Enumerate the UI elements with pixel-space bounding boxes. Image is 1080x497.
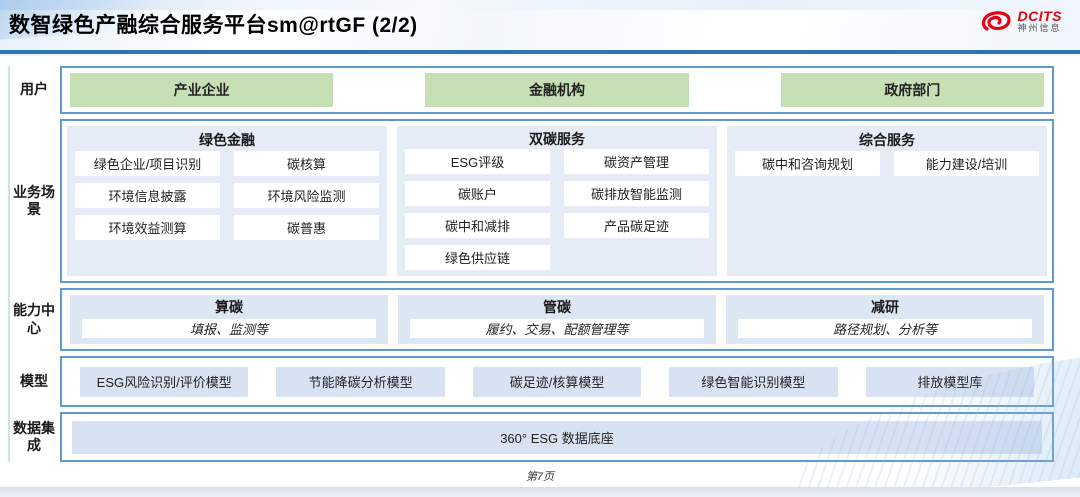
scenario-item: 碳核算 — [234, 151, 379, 176]
user-item: 金融机构 — [425, 73, 689, 107]
capability-description: 填报、监测等 — [82, 319, 376, 338]
dcits-logo: DCITS 神州信息 — [979, 8, 1063, 34]
scenario-column-grid: 碳中和咨询规划能力建设/培训 — [735, 151, 1039, 176]
model-item: 绿色智能识别模型 — [669, 366, 838, 397]
scenario-column: 双碳服务 ESG评级碳资产管理碳账户碳排放智能监测碳中和减排产品碳足迹绿色供应链 — [397, 126, 717, 276]
capability-title: 管碳 — [543, 299, 571, 315]
data-integration-row-label: 数据集成 — [13, 419, 55, 454]
users-container: 产业企业 金融机构 政府部门 — [60, 66, 1054, 114]
scenarios-container: 绿色金融绿色企业/项目识别碳核算环境信息披露环境风险监测环境效益测算碳普惠双碳服… — [60, 119, 1054, 283]
user-item: 产业企业 — [70, 73, 334, 107]
models-row-label: 模型 — [20, 372, 48, 389]
title-underline — [0, 50, 1080, 54]
top-swoosh-decoration — [0, 0, 1080, 10]
models-row: 模型 ESG风险识别/评价模型节能降碳分析模型碳足迹/核算模型绿色智能识别模型排… — [8, 356, 1054, 407]
bottom-bar — [0, 487, 1080, 497]
scenario-item: 能力建设/培训 — [894, 151, 1039, 176]
architecture-diagram: 用户 产业企业 金融机构 政府部门 业务场景 绿色金融绿色企业/项目识别碳核算环境信… — [8, 66, 1054, 462]
scenario-item: 环境风险监测 — [234, 183, 379, 208]
scenario-column-grid: 绿色企业/项目识别碳核算环境信息披露环境风险监测环境效益测算碳普惠 — [75, 151, 379, 240]
model-item: ESG风险识别/评价模型 — [80, 366, 249, 397]
logo-subtitle: 神州信息 — [1017, 22, 1062, 33]
scenario-column: 绿色金融绿色企业/项目识别碳核算环境信息披露环境风险监测环境效益测算碳普惠 — [67, 126, 387, 276]
capabilities-row: 能力中心 算碳填报、监测等管碳履约、交易、配额管理等减研路径规划、分析等 — [8, 288, 1054, 351]
capability-description: 履约、交易、配额管理等 — [410, 319, 704, 338]
model-item: 节能降碳分析模型 — [276, 366, 445, 397]
model-item: 碳足迹/核算模型 — [472, 366, 642, 397]
scenario-item: 绿色供应链 — [405, 245, 550, 270]
users-row-label: 用户 — [20, 81, 48, 98]
capability-description: 路径规划、分析等 — [738, 319, 1032, 338]
capability-title: 减研 — [871, 299, 899, 315]
scenario-item: 产品碳足迹 — [564, 213, 709, 238]
scenario-item: 碳中和减排 — [405, 213, 550, 238]
scenario-item: 环境效益测算 — [75, 215, 220, 240]
models-container: ESG风险识别/评价模型节能降碳分析模型碳足迹/核算模型绿色智能识别模型排放模型… — [60, 356, 1054, 407]
scenario-column-grid: ESG评级碳资产管理碳账户碳排放智能监测碳中和减排产品碳足迹绿色供应链 — [405, 149, 709, 270]
scenario-item: 碳中和咨询规划 — [735, 151, 880, 176]
capability-panel: 算碳填报、监测等 — [70, 295, 388, 344]
data-integration-item: 360° ESG 数据底座 — [72, 420, 1042, 454]
capabilities-row-label: 能力中心 — [13, 302, 55, 336]
data-integration-container: 360° ESG 数据底座 — [60, 412, 1054, 462]
page-number: 第7页 — [525, 471, 555, 483]
slide-header: 数智绿色产融综合服务平台sm@rtGF (2/2) DCITS 神州信息 — [0, 0, 1080, 56]
user-item: 政府部门 — [780, 73, 1044, 107]
dcits-swirl-icon — [981, 11, 1011, 31]
scenario-column-title: 双碳服务 — [529, 131, 585, 147]
scenario-item: 碳排放智能监测 — [564, 181, 709, 206]
scenario-item: 碳账户 — [405, 181, 550, 206]
scenario-item: 碳资产管理 — [564, 149, 709, 174]
scenario-column-title: 综合服务 — [859, 132, 915, 148]
scenario-item: 环境信息披露 — [75, 183, 220, 208]
model-item: 排放模型库 — [865, 366, 1035, 397]
capabilities-container: 算碳填报、监测等管碳履约、交易、配额管理等减研路径规划、分析等 — [60, 288, 1054, 351]
scenario-column-title: 绿色金融 — [199, 132, 255, 148]
scenario-item: 碳普惠 — [234, 215, 379, 240]
scenarios-row-label: 业务场景 — [13, 183, 55, 218]
scenario-column: 综合服务碳中和咨询规划能力建设/培训 — [727, 126, 1047, 276]
logo-brand: DCITS — [1017, 7, 1062, 24]
scenarios-row: 业务场景 绿色金融绿色企业/项目识别碳核算环境信息披露环境风险监测环境效益测算碳… — [8, 119, 1054, 283]
data-integration-row: 数据集成 360° ESG 数据底座 — [8, 412, 1054, 462]
scenario-item: ESG评级 — [405, 149, 550, 174]
capability-title: 算碳 — [215, 299, 243, 315]
users-row: 用户 产业企业 金融机构 政府部门 — [8, 66, 1054, 114]
capability-panel: 管碳履约、交易、配额管理等 — [398, 295, 716, 344]
page-title: 数智绿色产融综合服务平台sm@rtGF (2/2) — [9, 14, 418, 37]
capability-panel: 减研路径规划、分析等 — [726, 295, 1044, 344]
scenario-item: 绿色企业/项目识别 — [75, 151, 220, 176]
logo-text: DCITS 神州信息 — [1018, 9, 1063, 33]
